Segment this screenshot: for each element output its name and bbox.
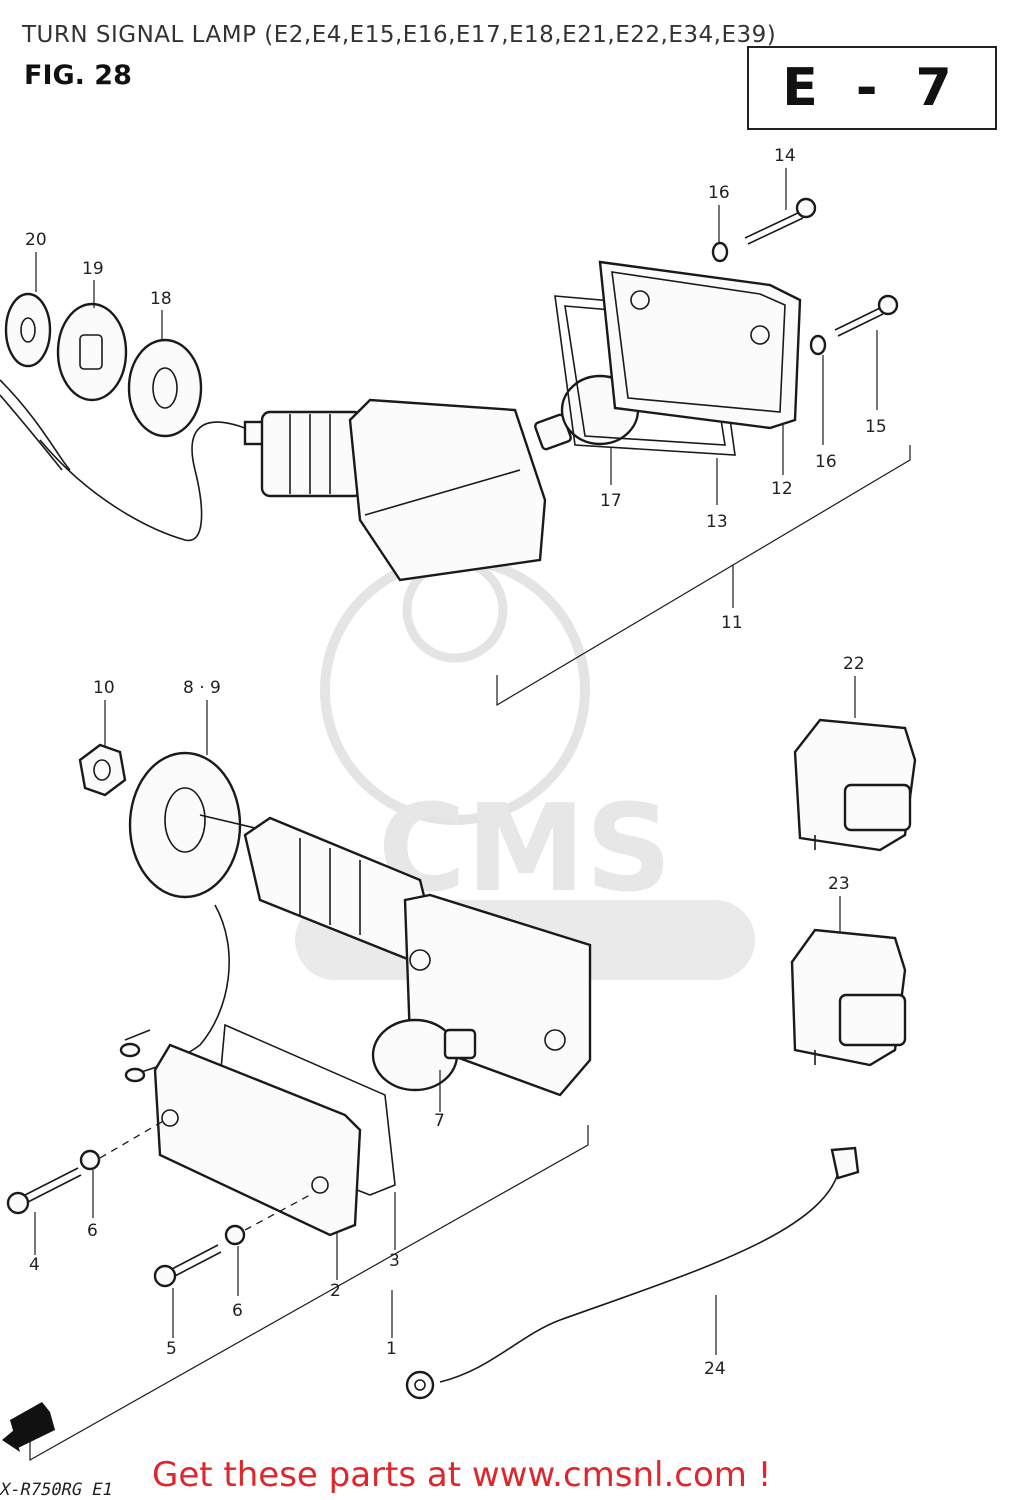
figure-label: FIG. 28 bbox=[24, 60, 132, 91]
page-title: TURN SIGNAL LAMP (E2,E4,E15,E16,E17,E18,… bbox=[22, 22, 777, 48]
callout-24: 24 bbox=[704, 1359, 726, 1379]
callout-20: 20 bbox=[25, 230, 47, 250]
callout-3: 3 bbox=[389, 1251, 400, 1271]
callout-18: 18 bbox=[150, 289, 172, 309]
lens-2 bbox=[153, 1043, 362, 1237]
drawing-code: X-R750RG E1 bbox=[0, 1480, 115, 1500]
washer-6-lower bbox=[224, 1224, 246, 1246]
callout-17: 17 bbox=[600, 491, 622, 511]
washer-16-lower bbox=[809, 334, 827, 356]
washer-6-upper bbox=[79, 1149, 101, 1171]
callout-6a: 6 bbox=[87, 1221, 98, 1241]
callout-1: 1 bbox=[386, 1339, 397, 1359]
leader-lines bbox=[34, 168, 878, 1355]
callout-16b: 16 bbox=[815, 452, 837, 472]
callout-13: 13 bbox=[706, 512, 728, 532]
bracket-8-9 bbox=[128, 751, 242, 899]
callouts: 20 19 18 14 16 15 16 17 13 12 11 22 23 1… bbox=[25, 146, 887, 1379]
callout-15: 15 bbox=[865, 417, 887, 437]
relay-23 bbox=[790, 928, 907, 1067]
screw-15 bbox=[834, 294, 899, 337]
wire-harness-upper bbox=[0, 379, 251, 542]
callout-7: 7 bbox=[434, 1111, 445, 1131]
callout-2: 2 bbox=[330, 1281, 341, 1301]
callout-4: 4 bbox=[29, 1255, 40, 1275]
callout-5: 5 bbox=[166, 1339, 177, 1359]
callout-10: 10 bbox=[93, 678, 115, 698]
forward-direction-icon bbox=[2, 1402, 55, 1452]
lens-12 bbox=[598, 260, 802, 430]
section-code: E - 7 bbox=[782, 58, 962, 118]
nut-10 bbox=[78, 743, 127, 797]
washer-16-upper bbox=[711, 241, 729, 263]
callout-8-9: 8 · 9 bbox=[183, 678, 221, 698]
callout-16a: 16 bbox=[708, 183, 730, 203]
callout-11: 11 bbox=[721, 613, 743, 633]
section-box: E - 7 bbox=[747, 46, 997, 130]
callout-19: 19 bbox=[82, 259, 104, 279]
ground-wire-24 bbox=[405, 1146, 860, 1400]
callout-23: 23 bbox=[828, 874, 850, 894]
callout-14: 14 bbox=[774, 146, 796, 166]
screw-14 bbox=[744, 197, 817, 245]
bulb-7 bbox=[371, 1018, 477, 1092]
callout-22: 22 bbox=[843, 654, 865, 674]
relay-22 bbox=[793, 718, 917, 852]
footer-cta-link[interactable]: Get these parts at www.cmsnl.com ! bbox=[152, 1455, 772, 1495]
turn-signal-lamp-upper bbox=[243, 398, 547, 582]
grommet-19 bbox=[56, 302, 128, 402]
callout-6b: 6 bbox=[232, 1301, 243, 1321]
washer-20 bbox=[4, 292, 52, 368]
washer-18 bbox=[127, 338, 203, 438]
screw-5 bbox=[153, 1244, 222, 1288]
callout-12: 12 bbox=[771, 479, 793, 499]
screw-4 bbox=[6, 1167, 82, 1215]
